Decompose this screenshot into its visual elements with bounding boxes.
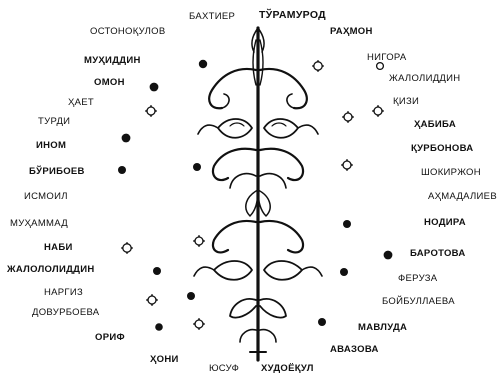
filled-marker: [155, 323, 163, 331]
filled-marker: [150, 83, 159, 92]
open-marker: [377, 63, 384, 70]
open-marker: [147, 107, 155, 115]
filled-marker: [343, 220, 351, 228]
open-marker: [195, 320, 203, 328]
filled-marker: [318, 318, 326, 326]
open-marker: [343, 161, 351, 169]
open-marker: [314, 62, 322, 70]
open-marker: [195, 237, 203, 245]
open-marker-group: [123, 62, 384, 328]
tree-of-life-icon: [194, 28, 322, 360]
open-marker-petals: [121, 60, 384, 330]
filled-marker: [153, 267, 161, 275]
filled-marker: [384, 251, 393, 260]
filled-marker-group: [118, 60, 392, 331]
open-marker: [344, 113, 352, 121]
filled-marker: [199, 60, 207, 68]
open-marker: [148, 296, 156, 304]
open-marker: [123, 244, 131, 252]
filled-marker: [122, 134, 131, 143]
filled-marker: [118, 166, 126, 174]
open-marker: [374, 107, 382, 115]
filled-marker: [187, 292, 195, 300]
filled-marker: [193, 163, 201, 171]
filled-marker: [340, 268, 348, 276]
